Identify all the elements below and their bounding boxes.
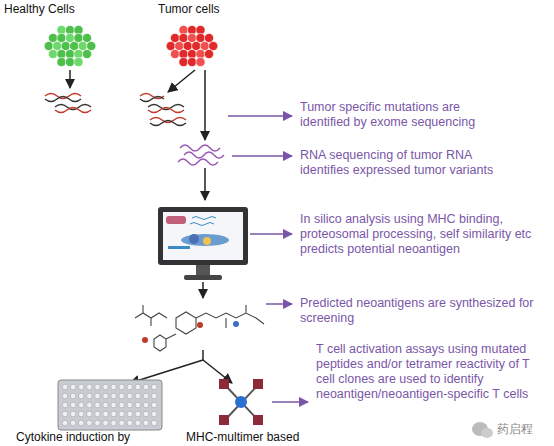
- step-note: T cell activation assays using mutated p…: [316, 342, 531, 402]
- step-note: RNA sequencing of tumor RNA identifies e…: [300, 148, 515, 178]
- step-note: Tumor specific mutations are identified …: [300, 100, 500, 130]
- well-plate: [58, 380, 162, 430]
- step-note: In silico analysis using MHC binding, pr…: [300, 212, 540, 257]
- mhc-tetramer: [219, 379, 263, 425]
- healthy-cells: [44, 25, 96, 66]
- dna-strands: [45, 94, 186, 126]
- assay-label: MHC-multimer based: [186, 430, 346, 445]
- assay-label: Cytokine induction by: [16, 430, 176, 445]
- computer-monitor: [158, 207, 248, 280]
- watermark: 药启程: [497, 422, 547, 437]
- cell-label: Tumor cells: [158, 2, 258, 17]
- tumor-cells: [166, 25, 218, 66]
- watermark-icon: [472, 422, 493, 438]
- step-note: Predicted neoantigens are synthesized fo…: [300, 296, 540, 326]
- peptide-structures: [135, 305, 264, 351]
- rna-strands: [178, 145, 224, 165]
- pointer-arrows: [228, 116, 308, 402]
- cell-label: Healthy Cells: [4, 2, 104, 17]
